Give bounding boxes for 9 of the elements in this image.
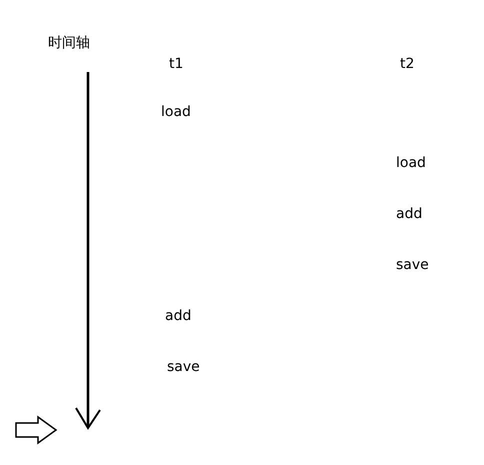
step-label: load <box>161 103 191 121</box>
step-label: save <box>396 256 429 274</box>
step-label: save <box>167 358 200 376</box>
step-label: load <box>396 154 426 172</box>
step-label: add <box>396 205 422 223</box>
axis-label: 时间轴 <box>48 34 90 52</box>
step-label: add <box>165 307 192 325</box>
thread-label: t2 <box>400 55 414 73</box>
thread-label: t1 <box>169 55 184 73</box>
